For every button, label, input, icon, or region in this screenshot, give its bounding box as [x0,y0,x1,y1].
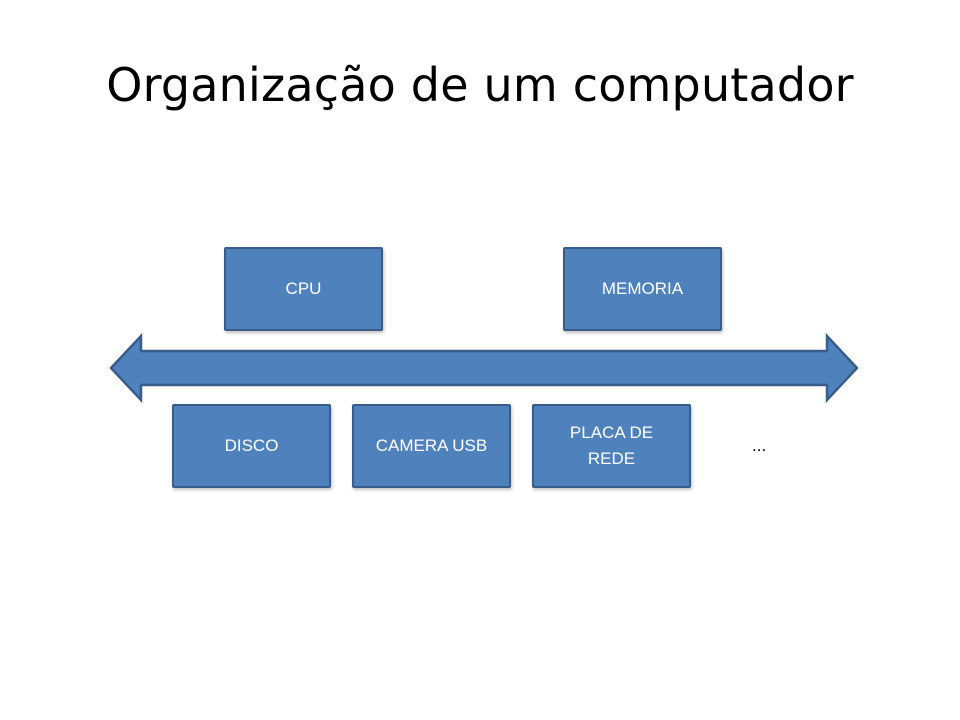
memoria-label: MEMORIA [601,278,684,298]
placa-de-rede-box: PLACA DE REDE [532,404,691,488]
system-bus-double-arrow [109,332,859,404]
camera-usb-label: CAMERA USB [375,435,488,455]
slide-title: Organização de um computador [106,58,854,112]
cpu-label: CPU [285,278,322,298]
memoria-box: MEMORIA [563,247,722,331]
cpu-box: CPU [224,247,383,331]
placa-de-rede-label: PLACA DE REDE [569,422,654,468]
bus-arrow-shape [109,332,859,404]
camera-usb-box: CAMERA USB [352,404,511,488]
disco-label: DISCO [224,435,279,455]
more-components-ellipsis: ... [752,436,767,455]
disco-box: DISCO [172,404,331,488]
